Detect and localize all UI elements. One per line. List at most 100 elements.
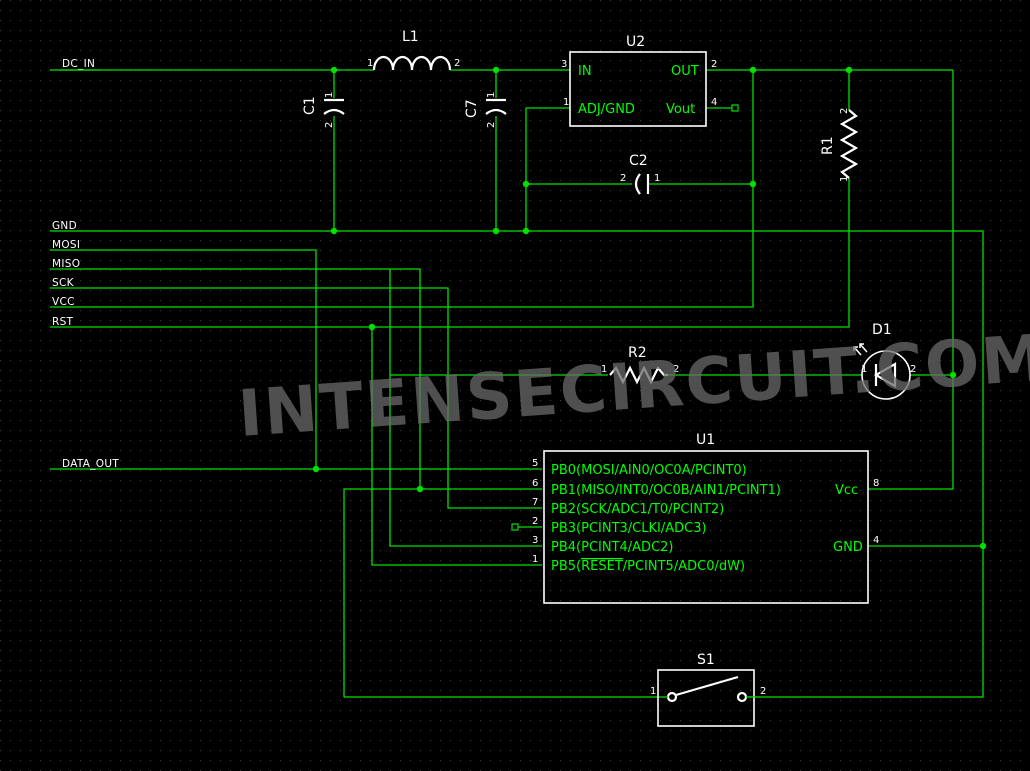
junction-dot bbox=[845, 66, 853, 74]
u1-pin-vcc-label: Vcc bbox=[835, 483, 858, 498]
inductor-l1: L1 1 2 bbox=[367, 29, 460, 71]
c7-ref: C7 bbox=[464, 99, 480, 118]
l1-pin-2: 2 bbox=[454, 58, 460, 69]
u1-pin-8: 8 bbox=[873, 478, 879, 489]
wires bbox=[50, 69, 984, 698]
u2-pin-out-label: OUT bbox=[671, 64, 699, 79]
net-label-data-out: DATA_OUT bbox=[62, 458, 119, 470]
junction-dot bbox=[330, 227, 338, 235]
c2-pin-1: 1 bbox=[654, 173, 660, 184]
junction-dot bbox=[312, 465, 320, 473]
u1-pin-number: 3 bbox=[532, 535, 538, 546]
junction-dot bbox=[330, 66, 338, 74]
s1-pin-1: 1 bbox=[650, 686, 656, 697]
u1-body bbox=[543, 450, 869, 604]
net-label-sck: SCK bbox=[52, 277, 75, 289]
d1-arrowhead-2 bbox=[859, 343, 864, 348]
u1-pin-number: 7 bbox=[532, 497, 538, 508]
l1-ref: L1 bbox=[402, 29, 419, 45]
junction-dot bbox=[416, 485, 424, 493]
net-label-vcc: VCC bbox=[52, 296, 75, 308]
wire-pb1 bbox=[343, 488, 542, 697]
wire-mosi bbox=[50, 249, 542, 470]
wire-sck bbox=[50, 287, 542, 509]
c7-plate-bottom bbox=[485, 108, 507, 115]
s1-ref: S1 bbox=[697, 652, 715, 668]
net-labels: DC_IN GND MOSI MISO SCK VCC RST DATA_OUT bbox=[52, 58, 119, 470]
u1-ref: U1 bbox=[696, 432, 715, 448]
d1-light-arrow-1 bbox=[853, 346, 862, 356]
u1-pin-gnd-label: GND bbox=[833, 540, 863, 555]
junction-dot bbox=[749, 66, 757, 74]
net-label-mosi: MOSI bbox=[52, 239, 80, 251]
junction-dot bbox=[522, 180, 530, 188]
l1-pin-1: 1 bbox=[367, 58, 373, 69]
junction-dot bbox=[492, 227, 500, 235]
net-label-rst: RST bbox=[52, 316, 74, 328]
junction-dot bbox=[749, 180, 757, 188]
u1-pin-label: PB5(RESET/PCINT5/ADC0/dW) bbox=[551, 559, 745, 574]
u2-pin-3: 3 bbox=[561, 59, 567, 70]
resistor-r2: R2 1 2 bbox=[601, 345, 679, 385]
c1-plate-bottom bbox=[323, 108, 345, 115]
u2-ref: U2 bbox=[626, 34, 645, 50]
u1-pin-number: 6 bbox=[532, 478, 538, 489]
switch-s1: S1 1 2 bbox=[650, 652, 766, 727]
u2-pin-2: 2 bbox=[711, 59, 717, 70]
wire-pb4 bbox=[389, 269, 542, 547]
s1-pin-2: 2 bbox=[760, 686, 766, 697]
u1-pin-label: PB4(PCINT4/ADC2) bbox=[551, 540, 674, 555]
u1-pin-number: 5 bbox=[532, 458, 538, 469]
c7-pin-2: 2 bbox=[486, 122, 497, 128]
r1-pin-2: 2 bbox=[839, 108, 850, 114]
r2-ref: R2 bbox=[628, 345, 647, 361]
net-label-gnd: GND bbox=[52, 220, 77, 232]
c1-pin-1: 1 bbox=[324, 92, 335, 98]
junction-dot bbox=[979, 542, 987, 550]
u1-pin-label: PB3(PCINT3/CLKI/ADC3) bbox=[551, 521, 707, 536]
junction-dot bbox=[949, 371, 957, 379]
l1-coil bbox=[372, 55, 452, 71]
r1-ref: R1 bbox=[820, 136, 836, 155]
regulator-u2: U2 IN ADJ/GND OUT Vout 3 1 2 4 bbox=[561, 34, 717, 127]
u1-pin-label: PB2(SCK/ADC1/T0/PCINT2) bbox=[551, 502, 724, 517]
net-label-miso: MISO bbox=[52, 258, 80, 270]
junction-dot bbox=[368, 323, 376, 331]
u1-pin-number: 2 bbox=[532, 516, 538, 527]
c2-pin-2: 2 bbox=[620, 173, 626, 184]
d1-pin-1: 1 bbox=[861, 364, 867, 375]
r1-zigzag bbox=[839, 109, 859, 179]
s1-lever bbox=[675, 675, 739, 697]
wire-gnd bbox=[50, 230, 984, 698]
c2-plate-left bbox=[634, 173, 641, 195]
s1-body bbox=[657, 669, 755, 727]
capacitor-c2: C2 2 1 bbox=[620, 153, 660, 195]
resistor-r1: R1 2 1 bbox=[820, 108, 859, 182]
c1-ref: C1 bbox=[302, 96, 318, 115]
u1-pin-number: 1 bbox=[532, 554, 538, 565]
c2-ref: C2 bbox=[629, 153, 648, 169]
c7-pin-1: 1 bbox=[486, 92, 497, 98]
capacitor-c7: C7 1 2 bbox=[464, 92, 507, 128]
d1-triangle bbox=[873, 362, 897, 388]
junctions bbox=[312, 66, 987, 550]
u2-pin-1: 1 bbox=[563, 97, 569, 108]
u2-pin-in-label: IN bbox=[578, 64, 592, 79]
wire-vcc-right bbox=[868, 70, 954, 490]
d1-light-arrow-2 bbox=[859, 343, 868, 353]
d1-pin-2: 2 bbox=[910, 364, 916, 375]
wire-miso bbox=[50, 268, 421, 489]
wire-out-vcc bbox=[50, 70, 754, 308]
wire-adj-gnd bbox=[525, 107, 570, 231]
u2-pin-4: 4 bbox=[711, 97, 717, 108]
r1-pin-1: 1 bbox=[839, 176, 850, 182]
u2-body bbox=[569, 51, 707, 127]
u2-pin-adj-label: ADJ/GND bbox=[578, 102, 635, 117]
r2-pin-1: 1 bbox=[601, 364, 607, 375]
r2-pin-2: 2 bbox=[673, 364, 679, 375]
wire-rst bbox=[371, 327, 542, 566]
r2-zigzag bbox=[609, 365, 668, 385]
